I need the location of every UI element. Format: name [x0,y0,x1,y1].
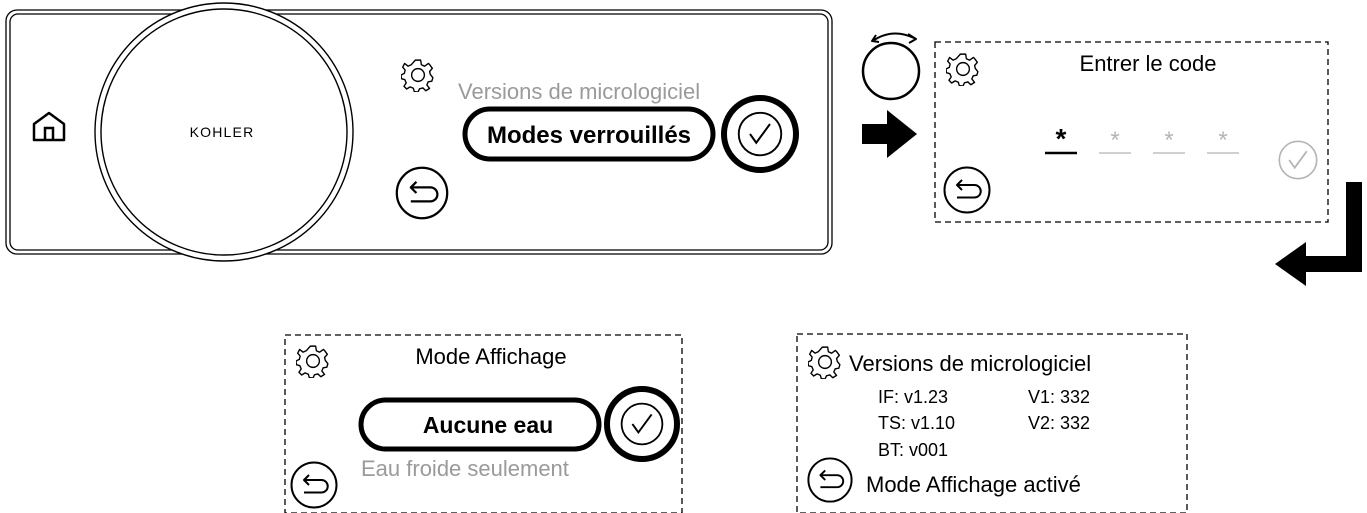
menu-item-firmware[interactable]: Versions de micrologiciel [458,79,700,104]
firmware-screen [796,333,1188,513]
menu-item-locked-modes-label: Modes verrouillés [487,122,691,149]
firmware-key: IF: [878,387,904,407]
gear-icon[interactable] [401,59,434,92]
firmware-title: Versions de micrologiciel [849,351,1091,376]
firmware-version-row: BT: v001 [878,440,948,460]
display-mode-title: Mode Affichage [415,344,566,369]
gear-icon[interactable] [296,345,329,378]
firmware-value: v1.10 [911,413,955,433]
back-icon[interactable] [807,457,853,503]
option-cold-water-only[interactable]: Eau froide seulement [361,456,569,481]
code-digit[interactable]: * [1056,123,1067,154]
control-knob[interactable] [94,2,354,262]
firmware-value: 332 [1060,413,1090,433]
kohler-controller [5,9,833,255]
code-digit[interactable]: * [1110,127,1119,154]
firmware-version-row: V1: 332 [1028,387,1090,407]
firmware-value: 332 [1060,387,1090,407]
firmware-key: V2: [1028,413,1060,433]
rotate-knob-icon [861,32,921,101]
firmware-version-row: V2: 332 [1028,413,1090,433]
option-no-water-label: Aucune eau [423,412,553,438]
arrow-down-left-icon [1275,182,1362,286]
code-digit[interactable]: * [1164,127,1173,154]
display-mode-screen [284,334,683,513]
arrow-right-icon [862,110,917,158]
back-icon[interactable] [290,461,338,509]
firmware-key: V1: [1028,387,1060,407]
firmware-version-row: TS: v1.10 [878,413,955,433]
gear-icon[interactable] [808,346,841,379]
firmware-key: BT: [878,440,909,460]
check-icon[interactable] [1278,140,1318,180]
brand-logo: KOHLER [190,124,255,140]
home-icon[interactable] [32,111,66,142]
gear-icon[interactable] [946,53,979,86]
firmware-key: TS: [878,413,911,433]
back-icon[interactable] [395,166,449,220]
code-digit[interactable]: * [1218,127,1227,154]
back-icon[interactable] [943,166,991,214]
firmware-value: v1.23 [904,387,948,407]
firmware-version-row: IF: v1.23 [878,387,948,407]
code-digits[interactable]: * * * * [1045,123,1239,155]
code-screen [934,41,1329,223]
option-no-water[interactable] [358,397,602,452]
firmware-footer: Mode Affichage activé [866,472,1081,497]
confirm-highlight[interactable] [721,95,799,173]
confirm-highlight[interactable] [604,386,680,462]
menu-item-locked-modes[interactable] [462,106,716,162]
code-screen-title: Entrer le code [1080,51,1217,76]
firmware-value: v001 [909,440,948,460]
